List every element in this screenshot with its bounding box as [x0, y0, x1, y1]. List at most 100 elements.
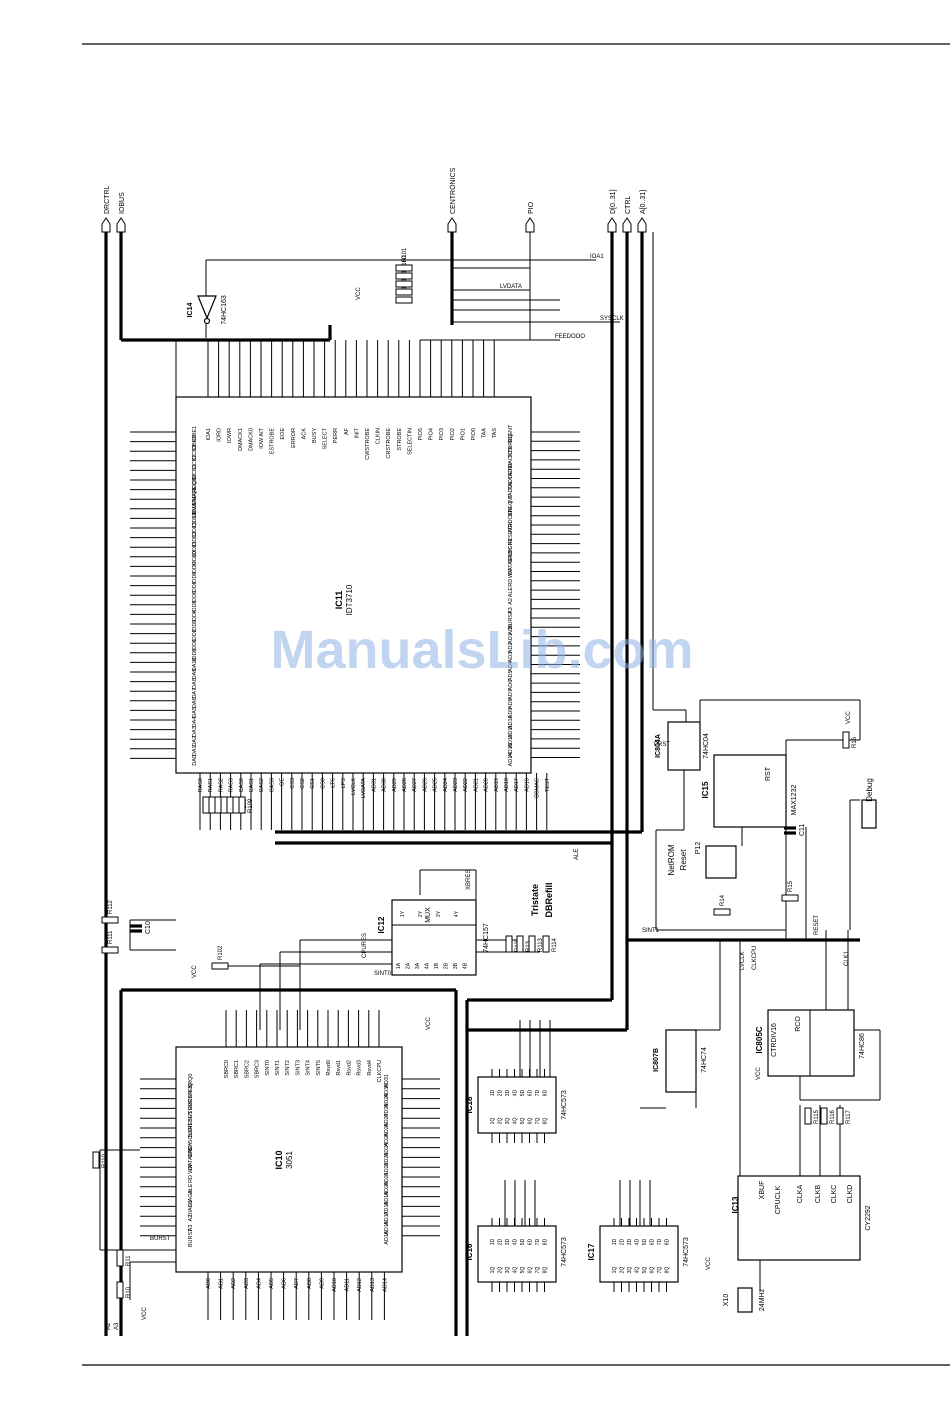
- latch-q-label: 4Q: [635, 1267, 641, 1274]
- pin-label: IOCS3: [192, 445, 198, 462]
- pin-label: IOD2: [192, 629, 198, 642]
- resistor-r100: R100: [395, 255, 413, 280]
- pin-label: IOD3: [192, 620, 198, 633]
- crystal-body: [737, 1287, 753, 1313]
- pin-label: TAS: [492, 428, 498, 439]
- latch-d-label: 3D: [505, 1089, 511, 1096]
- net-label-sysclk: SYSCLK: [600, 316, 624, 322]
- pin-label: TDACK: [508, 452, 514, 471]
- pin-label: AD9: [508, 708, 514, 719]
- ic807b-block: IC807B 74HC74: [653, 1029, 708, 1093]
- latch-d-label: 8D: [543, 1089, 549, 1096]
- pin-label: DA5: [192, 707, 198, 718]
- pin-label: AD30: [384, 1084, 390, 1098]
- latch-d-label: 4D: [513, 1238, 519, 1245]
- pin-label: BUSY: [312, 428, 318, 443]
- pin-label: AD26: [422, 778, 428, 792]
- pin-label: AD29: [392, 778, 398, 792]
- net-label-lvdata: LVDATA: [500, 284, 522, 290]
- resistor-label: R101: [402, 247, 408, 262]
- pin-label: AD15: [384, 1231, 390, 1245]
- net-label-clkcpu: CLKCPU: [752, 946, 758, 970]
- mux-pin-label: 3A: [415, 962, 421, 969]
- net-label-reset: RESET: [814, 915, 820, 935]
- pin-label: SINT5: [316, 1060, 322, 1076]
- pin-label: TADOE: [508, 480, 514, 499]
- port-a031: A[0..31]: [637, 190, 647, 233]
- latch-q-label: 6Q: [650, 1267, 656, 1274]
- pin-label: AD19: [494, 778, 500, 792]
- pin-label: RD: [508, 579, 514, 587]
- pin-label: DA4: [192, 717, 198, 728]
- pin-label: IORD: [217, 428, 223, 442]
- netrom-reset-label: Reset: [679, 849, 688, 871]
- latch-q-label: 1Q: [490, 1118, 496, 1125]
- resistors: R10R11R12R13R14R15R16R17R18R19R100R101R1…: [92, 247, 858, 1299]
- latch-d-label: 4D: [635, 1238, 641, 1245]
- net-label-vcc: VCC: [426, 1017, 432, 1030]
- pin-label: INT: [508, 494, 514, 504]
- pin-label: DRDY: [188, 1141, 194, 1157]
- pin-label: LVDATA: [361, 778, 367, 799]
- resistor-r117: R117: [836, 1107, 852, 1125]
- ic807b-body: [665, 1029, 697, 1093]
- latch-d-label: 5D: [642, 1238, 648, 1245]
- net-label-lvclk: LVCLK: [740, 951, 746, 970]
- pin-label: TDS: [508, 447, 514, 458]
- port-label: CENTRONICS: [450, 167, 457, 214]
- pin-label: BURST: [188, 1228, 194, 1247]
- ic804a-block: IC14 74HC163: [187, 295, 228, 325]
- latch-d-label: 7D: [535, 1089, 541, 1096]
- latch-q-label: 7Q: [657, 1267, 663, 1274]
- resistor-r110: R110: [92, 1151, 108, 1169]
- pin-label: AD22: [384, 1162, 390, 1176]
- pin-label: AD27: [412, 778, 418, 792]
- pin-label: SINT1: [275, 1060, 281, 1076]
- latch-q-label: 3Q: [505, 1118, 511, 1125]
- mux-out-label: 2Y: [418, 910, 424, 917]
- pin-label: DMAREQ1: [192, 488, 198, 515]
- pin-label: DA1: [192, 745, 198, 756]
- latch-q-label: 8Q: [543, 1267, 549, 1274]
- pin-label: AD13: [508, 743, 514, 757]
- pin-label: BRQ0: [188, 1074, 194, 1089]
- ic14-rco: RCO: [795, 1016, 802, 1032]
- crystal-block: X10 24MHz: [723, 1287, 766, 1313]
- resistor-r102: R102: [211, 945, 229, 970]
- pin-label: A2: [188, 1215, 194, 1222]
- latch-q-label: 7Q: [535, 1267, 541, 1274]
- watermark: ManualsLib.com: [270, 620, 693, 680]
- pin-label: ERROR: [291, 428, 297, 448]
- pin-label: SBRC3: [255, 1060, 261, 1078]
- resistor-body: [226, 796, 234, 814]
- pin-label: BUSERR: [188, 1099, 194, 1122]
- ic10-right-pins: AD31AD30AD29AD28AD27AD26AD25AD24AD23AD22…: [384, 1074, 440, 1245]
- signal-wires: [99, 232, 881, 1300]
- net-label-vcc: VCC: [142, 1307, 148, 1320]
- ic15-block: IC15 MAX1232 RST: [701, 754, 798, 828]
- pin-label: WR: [188, 1165, 194, 1174]
- pin-label: AD28: [402, 778, 408, 792]
- pin-label: CAS0: [239, 778, 245, 792]
- pin-label: RAS2: [218, 778, 224, 792]
- resistor-body: [220, 796, 228, 814]
- resistor-r18: R18: [395, 274, 413, 296]
- port-drctrl: DRCTRL: [101, 186, 111, 233]
- resistor-body: [214, 796, 222, 814]
- ic17-part: 74HC573: [683, 1237, 690, 1267]
- pin-label: BGNT: [188, 1122, 194, 1138]
- pin-label: AD8: [508, 698, 514, 709]
- pin-label: OE: [280, 778, 286, 786]
- mux-pin-label: 4A: [425, 962, 431, 969]
- pin-label: SBRC0: [224, 1060, 230, 1078]
- net-label-vcc: VCC: [846, 711, 852, 724]
- crystal-freq: 24MHz: [759, 1288, 766, 1311]
- latch-d-label: 6D: [650, 1238, 656, 1245]
- pin-label: PIO3: [439, 428, 445, 441]
- pin-label: PIO1: [460, 428, 466, 441]
- ic15-body: [713, 754, 787, 828]
- pin-label: AD6: [282, 1278, 288, 1289]
